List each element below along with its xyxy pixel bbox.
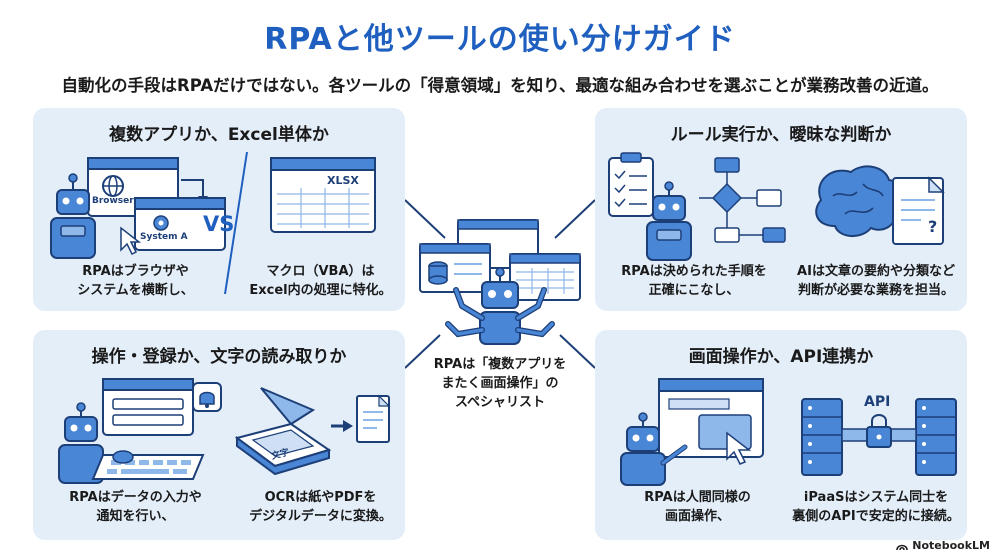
- rpa-screen-illustration: [620, 378, 764, 486]
- excel-sheet-illustration: [270, 157, 376, 233]
- xlsx-label: XLSX: [327, 174, 359, 187]
- ocr-scanner-illustration: [234, 387, 391, 476]
- rpa-caption: RPAは決められた手順を 正確にこなし、: [621, 264, 767, 298]
- divider-slash: [224, 151, 248, 295]
- rpa-caption: RPAはブラウザや システムを横断し、: [77, 264, 194, 298]
- api-label: API: [864, 394, 891, 410]
- center-robot-multiwindow-illustration: [419, 219, 581, 345]
- panel-screen-vs-api: 画面操作か、API連携か API RPAは人間同様の 画面操作、: [595, 330, 967, 540]
- panel-title: 画面操作か、API連携か: [688, 347, 874, 367]
- rpa-data-entry-illustration: [58, 378, 222, 484]
- center-caption: RPAは「複数アプリを またく画面操作」の スペシャリスト: [433, 357, 567, 410]
- rpa-caption: RPAは人間同様の 画面操作、: [644, 490, 751, 524]
- panel-multi-app-vs-excel: 複数アプリか、Excel単体か Browser System A VS: [33, 108, 405, 311]
- rpa-flowchart-illustration: [608, 152, 786, 261]
- system-a-label: System A: [140, 232, 188, 242]
- notebooklm-brand: NotebookLM: [896, 539, 990, 552]
- rpa-caption: RPAはデータの入力や 通知を行い、: [69, 490, 202, 524]
- page-title: RPAと他ツールの使い分けガイド: [264, 22, 736, 57]
- ai-brain-illustration: [815, 165, 945, 245]
- vs-label: VS: [203, 212, 235, 236]
- page-subtitle: 自動化の手段はRPAだけではない。各ツールの「得意領域」を知り、最適な組み合わせ…: [61, 76, 939, 95]
- browser-label: Browser: [92, 196, 134, 206]
- panel-rule-vs-judgment: ルール実行か、曖昧な判断か: [595, 108, 967, 311]
- ipaas-caption: iPaaSはシステム同士を 裏側のAPIで安定的に接続。: [792, 490, 960, 524]
- panel-title: 複数アプリか、Excel単体か: [109, 125, 329, 145]
- panel-input-vs-ocr: 操作・登録か、文字の読み取りか: [33, 330, 405, 540]
- panel-title: 操作・登録か、文字の読み取りか: [91, 347, 347, 367]
- ipaas-servers-illustration: [801, 398, 957, 476]
- question-mark: ?: [928, 217, 938, 236]
- rpa-browser-illustration: [50, 157, 226, 259]
- ocr-caption: OCRは紙やPDFを デジタルデータに変換。: [249, 490, 392, 524]
- ai-caption: AIは文章の要約や分類など 判断が必要な業務を担当。: [797, 264, 955, 298]
- panel-title: ルール実行か、曖昧な判断か: [670, 125, 892, 145]
- macro-caption: マクロ（VBA）は Excel内の処理に特化。: [249, 264, 392, 298]
- notebooklm-logo-icon: [896, 544, 909, 550]
